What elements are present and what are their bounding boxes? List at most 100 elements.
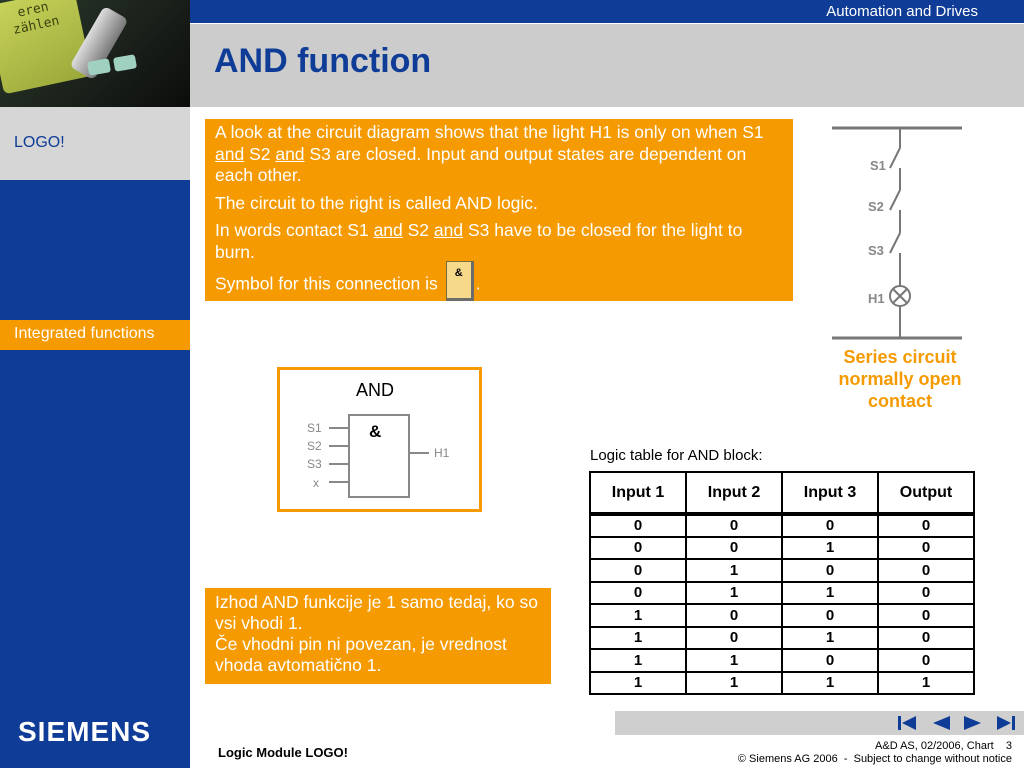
and-block-diagram: & S1 S2 S3 x H1 — [307, 414, 450, 498]
table-row: 1 1 1 1 — [589, 670, 975, 695]
and-gate-box — [348, 414, 410, 498]
lcd-display: eren zählen — [0, 0, 93, 95]
logic-table-caption: Logic table for AND block: — [590, 447, 763, 464]
table-cell: 0 — [685, 512, 783, 538]
text: S3 are closed. Input and output states a… — [215, 143, 747, 186]
table-cell: 1 — [685, 558, 783, 583]
siemens-logo: SIEMENS — [18, 716, 152, 747]
table-cell: 0 — [877, 535, 975, 560]
first-page-button[interactable] — [891, 711, 923, 735]
table-cell: 1 — [589, 648, 687, 673]
slovene-note-box: Izhod AND funkcije je 1 samo tedaj, ko s… — [205, 588, 551, 684]
device-button — [86, 58, 112, 76]
switch-s2-icon — [889, 189, 901, 211]
table-cell: 1 — [685, 648, 783, 673]
table-cell: 0 — [685, 603, 783, 628]
and-symbol-icon: & — [445, 261, 474, 301]
series-circuit-diagram: S1 S2 S3 H1 — [832, 126, 962, 340]
title-bar — [190, 24, 1024, 107]
previous-page-button[interactable] — [925, 711, 957, 735]
slide-nav-bar — [615, 711, 1024, 735]
table-cell: 1 — [877, 670, 975, 695]
intro-text-box: A look at the circuit diagram shows that… — [205, 119, 793, 301]
table-cell: 0 — [685, 535, 783, 560]
first-page-icon — [898, 716, 916, 730]
and-word: and — [215, 143, 245, 164]
note-line: Če vhodni pin ni povezan, je vrednost vh… — [215, 634, 507, 675]
table-cell: 0 — [877, 648, 975, 673]
lamp-label: H1 — [868, 291, 885, 306]
column-header: Output — [877, 471, 975, 515]
table-cell: 0 — [589, 535, 687, 560]
next-page-button[interactable] — [957, 711, 989, 735]
column-header: Input 2 — [685, 471, 783, 515]
and-block-title: AND — [356, 380, 395, 400]
and-word: and — [373, 220, 403, 240]
switch-s1-icon — [889, 147, 901, 169]
footer-chart-info: A&D AS, 02/2006, Chart 3 — [875, 740, 1012, 752]
table-cell: 1 — [781, 625, 879, 650]
intro-paragraph: Symbol for this connection is&. — [215, 261, 783, 305]
table-cell: 0 — [877, 558, 975, 583]
header-top-label: Automation and Drives — [826, 3, 978, 20]
sidebar — [0, 107, 190, 768]
table-cell: 0 — [781, 512, 879, 538]
text: A look at the circuit diagram shows that… — [215, 122, 764, 142]
sidebar-item-integrated-functions[interactable] — [0, 320, 190, 350]
table-cell: 0 — [877, 625, 975, 650]
switch-s3-icon — [889, 232, 901, 254]
input-label-x: x — [313, 476, 319, 490]
table-header-row: Input 1 Input 2 Input 3 Output — [589, 471, 975, 515]
sidebar-item-label: LOGO! — [14, 134, 65, 151]
table-cell: 1 — [781, 535, 879, 560]
intro-paragraph: In words contact S1 and S2 and S3 have t… — [215, 220, 783, 263]
table-cell: 1 — [781, 580, 879, 605]
and-gate-symbol: & — [369, 422, 381, 441]
table-cell: 1 — [589, 625, 687, 650]
output-label-h1: H1 — [434, 446, 450, 460]
table-cell: 1 — [781, 670, 879, 695]
text: S2 — [402, 220, 434, 240]
table-cell: 0 — [877, 580, 975, 605]
table-cell: 0 — [781, 558, 879, 583]
note-line: Izhod AND funkcije je 1 samo tedaj, ko s… — [215, 592, 538, 633]
previous-page-icon — [933, 716, 950, 730]
text: S2 — [244, 143, 276, 164]
table-row: 1 1 0 0 — [589, 648, 975, 673]
top-bar — [190, 0, 1024, 24]
sidebar-item-logo[interactable] — [0, 107, 190, 180]
intro-paragraph: The circuit to the right is called AND l… — [215, 192, 538, 213]
table-row: 1 0 0 0 — [589, 603, 975, 628]
logic-table: Input 1 Input 2 Input 3 Output 0 0 0 0 0… — [589, 471, 975, 695]
last-page-button[interactable] — [990, 711, 1022, 735]
table-cell: 0 — [877, 512, 975, 538]
text: S3 have to be closed for the light to bu… — [215, 220, 743, 262]
table-cell: 1 — [589, 670, 687, 695]
table-cell: 1 — [685, 670, 783, 695]
table-row: 1 0 1 0 — [589, 625, 975, 650]
column-header: Input 3 — [781, 471, 879, 515]
input-label-s1: S1 — [307, 421, 322, 435]
page-title: AND function — [214, 42, 432, 80]
next-page-icon — [964, 716, 981, 730]
and-word: and — [275, 143, 305, 164]
table-cell: 0 — [685, 625, 783, 650]
switch-s1-label: S1 — [870, 158, 886, 173]
text: . — [475, 273, 481, 294]
text: In words contact S1 — [215, 220, 374, 240]
table-row: 0 1 1 0 — [589, 580, 975, 605]
table-row: 0 1 0 0 — [589, 558, 975, 583]
footer-copyright: © Siemens AG 2006 - Subject to change wi… — [737, 753, 1012, 765]
table-cell: 0 — [877, 603, 975, 628]
input-label-s2: S2 — [307, 439, 322, 453]
column-header: Input 1 — [589, 471, 687, 515]
footer-product-label: Logic Module LOGO! — [218, 745, 348, 760]
table-cell: 0 — [589, 558, 687, 583]
lamp-cross — [892, 288, 908, 304]
series-circuit-caption: Series circuit normally open contact — [838, 347, 962, 411]
intro-paragraph: A look at the circuit diagram shows that… — [215, 122, 783, 187]
table-row: 0 0 1 0 — [589, 535, 975, 560]
text: Symbol for this connection is — [215, 273, 438, 294]
table-cell: 0 — [781, 648, 879, 673]
and-word: and — [433, 220, 464, 240]
